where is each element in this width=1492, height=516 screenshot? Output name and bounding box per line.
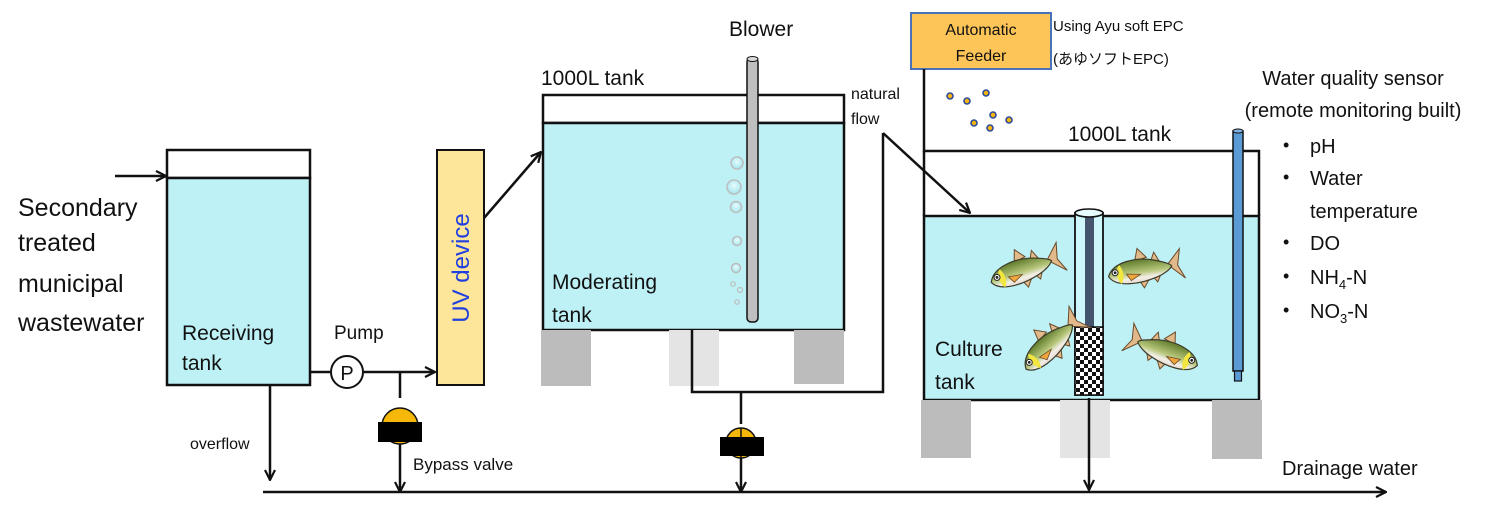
feed-pellets xyxy=(946,89,1013,132)
blower-pipe-top xyxy=(746,56,759,62)
feed-pellet xyxy=(963,97,971,105)
tank-stand xyxy=(921,400,971,458)
bullet-icon: • xyxy=(1283,135,1289,155)
feed-pellet xyxy=(989,111,997,119)
bullet-icon: • xyxy=(1283,266,1289,286)
bullet-icon: • xyxy=(1283,300,1289,320)
moderating-tank-water xyxy=(541,121,846,332)
standpipe-inner xyxy=(1085,215,1094,327)
feeder-label: Automatic xyxy=(945,22,1016,39)
moderating-tank-label: tank xyxy=(552,304,592,327)
moderating-drain-pipe xyxy=(690,133,885,394)
moderating-tank-label: Moderating xyxy=(552,271,657,294)
feed-pellet xyxy=(986,124,994,132)
drainage-label: Drainage water xyxy=(1282,458,1418,480)
moderating-tank[interactable]: 1000L tank Moderating tank xyxy=(541,67,846,332)
air-bubbles xyxy=(726,156,744,305)
sensor-param-do: DO xyxy=(1310,233,1340,255)
feed-pellet xyxy=(1005,116,1013,124)
sensor-param-nh4n: NH4-N xyxy=(1310,267,1367,292)
culture-tank-label: Culture xyxy=(935,338,1003,361)
bullet-icon: • xyxy=(1283,232,1289,252)
sensor-probe-tip xyxy=(1233,370,1243,382)
receiving-tank[interactable]: Receiving tank xyxy=(165,148,312,387)
culture-tank-label: tank xyxy=(935,371,975,394)
uv-device[interactable]: UV device xyxy=(436,149,485,386)
feeder-label: Feeder xyxy=(956,48,1007,65)
sensor-param-water-temp: Water xyxy=(1310,168,1363,190)
natural-flow-label: natural xyxy=(851,86,900,103)
input-label-line: municipal xyxy=(18,270,124,298)
uv-device-label: UV device xyxy=(448,213,475,322)
natural-flow-arrow xyxy=(882,132,970,213)
water-quality-sensor[interactable] xyxy=(1232,128,1244,382)
sensor-info: Water quality sensor (remote monitoring … xyxy=(1245,68,1462,326)
input-label-line: treated xyxy=(18,229,96,257)
culture-tank-capacity: 1000L tank xyxy=(1068,123,1172,146)
pump-label: Pump xyxy=(334,323,384,344)
bubble xyxy=(730,281,736,287)
natural-flow-label: flow xyxy=(851,111,880,128)
bypass-valve-label: Bypass valve xyxy=(413,455,513,474)
pump-symbol-letter: P xyxy=(340,363,353,385)
sensor-param-ph: pH xyxy=(1310,136,1336,158)
receiving-tank-water xyxy=(165,176,312,387)
bubble xyxy=(730,262,742,274)
tank-stand xyxy=(1060,400,1110,458)
receiving-tank-label: Receiving xyxy=(182,322,274,345)
feed-pellet xyxy=(982,89,990,97)
overflow-label: overflow xyxy=(190,436,250,453)
pipe-to-moderating-tank xyxy=(483,152,541,219)
bubble xyxy=(734,299,740,305)
bubble xyxy=(729,200,743,214)
sensor-probe-top xyxy=(1232,128,1244,134)
bubble xyxy=(730,156,744,170)
feed-note: Using Ayu soft EPC xyxy=(1053,18,1184,35)
valve-handle xyxy=(720,437,764,456)
sensor-param-no3n: NO3-N xyxy=(1310,301,1368,326)
sensor-title: Water quality sensor xyxy=(1262,68,1444,90)
feed-pellet xyxy=(946,92,954,100)
valve-handle xyxy=(378,422,422,442)
tank-stand xyxy=(1212,400,1262,459)
sensor-probe xyxy=(1232,130,1244,372)
input-label-line: Secondary xyxy=(18,194,138,222)
pump[interactable]: P Pump xyxy=(330,323,384,389)
sensor-param-water-temp-cont: temperature xyxy=(1310,201,1418,223)
feed-note: (あゆソフトEPC) xyxy=(1053,51,1169,68)
moderating-tank-capacity: 1000L tank xyxy=(541,67,645,90)
automatic-feeder[interactable]: Automatic Feeder xyxy=(910,12,1052,70)
culture-tank-headspace xyxy=(922,69,1261,216)
standpipe-mesh xyxy=(1074,326,1104,396)
uv-device-box xyxy=(436,149,485,386)
blower[interactable]: Blower xyxy=(729,18,793,323)
tank-stand xyxy=(794,330,844,384)
standpipe-top xyxy=(1074,208,1104,218)
bubble xyxy=(726,179,742,195)
receiving-tank-headspace xyxy=(165,148,312,180)
blower-label: Blower xyxy=(729,18,793,41)
moderating-tank-headspace xyxy=(541,93,846,125)
drain-valve[interactable] xyxy=(720,427,764,459)
bubble xyxy=(731,235,743,247)
blower-pipe xyxy=(746,57,759,323)
bullet-icon: • xyxy=(1283,167,1289,187)
bypass-valve[interactable] xyxy=(378,407,422,445)
bubble xyxy=(736,286,744,294)
tank-stand xyxy=(541,330,591,386)
standpipe-screen xyxy=(1074,208,1104,396)
input-label: Secondary treated municipal wastewater xyxy=(17,194,144,337)
feeder-box xyxy=(910,12,1052,70)
sensor-title: (remote monitoring built) xyxy=(1245,100,1462,122)
tank-stand xyxy=(669,330,719,386)
feed-pellet xyxy=(970,119,978,127)
input-label-line: wastewater xyxy=(17,309,144,337)
receiving-tank-label: tank xyxy=(182,352,222,375)
